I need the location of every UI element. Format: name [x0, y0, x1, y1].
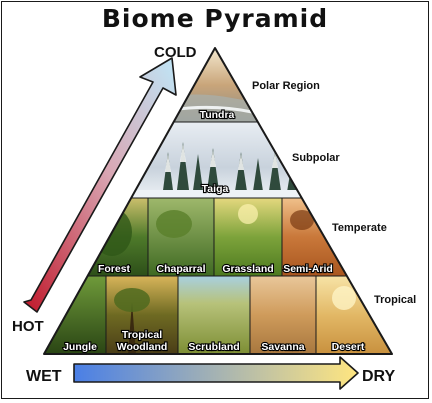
biome-label-scrubland: Scrubland	[188, 341, 239, 353]
biome-label-tropical-woodland-line2: Woodland	[117, 341, 168, 353]
page-title: Biome Pyramid	[101, 4, 329, 33]
region-label-tropical: Tropical	[374, 294, 417, 306]
savanna-tile	[250, 276, 316, 354]
biome-label-forest: Forest	[98, 263, 131, 275]
biome-label-jungle: Jungle	[63, 341, 97, 353]
biome-label-desert: Desert	[332, 341, 365, 353]
biome-label-semi-arid: Semi-Arid	[283, 263, 333, 275]
moisture-arrow	[73, 356, 359, 390]
biome-label-savanna: Savanna	[261, 341, 304, 353]
axis-label-wet: WET	[26, 368, 62, 385]
chaparral-tile	[148, 198, 214, 276]
region-label-subpolar: Subpolar	[292, 152, 340, 164]
pyramid-diagram: Tundra Taiga Forest Chaparral Grassland …	[23, 47, 393, 390]
biome-label-chaparral: Chaparral	[156, 263, 205, 275]
biome-label-tundra: Tundra	[200, 109, 235, 121]
scrubland-tile	[178, 276, 250, 354]
tropical-woodland-tile	[106, 276, 178, 354]
pyramid-outline	[43, 47, 393, 355]
axis-label-dry: DRY	[362, 368, 396, 385]
temperature-arrow	[23, 57, 177, 313]
region-label-polar: Polar Region	[252, 80, 320, 92]
biome-label-tropical-woodland-line1: Tropical	[122, 329, 162, 341]
biome-label-grassland: Grassland	[222, 263, 273, 275]
axis-label-hot: HOT	[12, 318, 44, 335]
region-label-temperate: Temperate	[332, 222, 387, 234]
axis-label-cold: COLD	[154, 44, 197, 61]
biome-label-taiga: Taiga	[202, 183, 229, 195]
biome-pyramid-figure: Biome Pyramid	[1, 1, 429, 399]
